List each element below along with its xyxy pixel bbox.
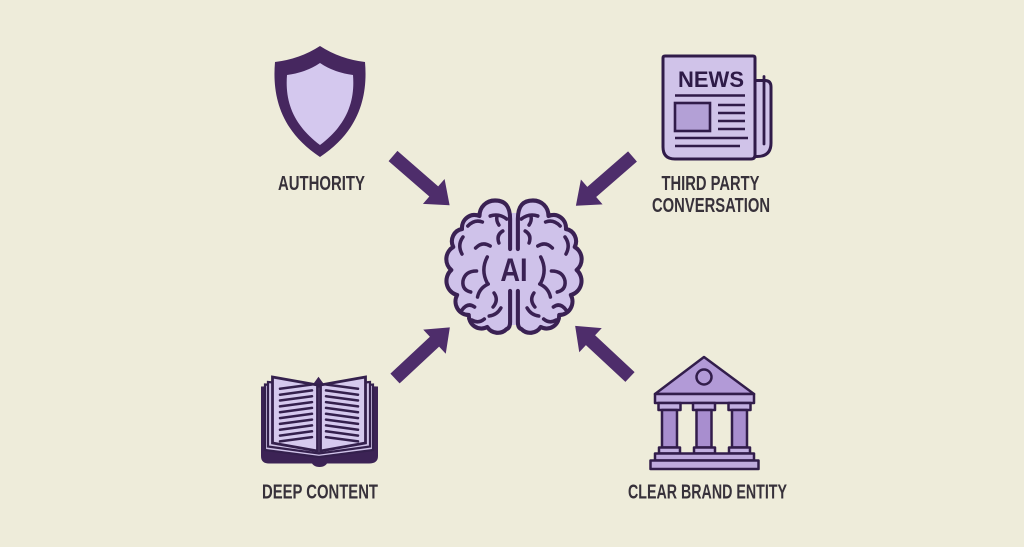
svg-text:DEEP CONTENT: DEEP CONTENT <box>262 482 378 504</box>
svg-text:CONVERSATION: CONVERSATION <box>652 195 770 217</box>
svg-text:NEWS: NEWS <box>678 67 744 92</box>
svg-text:CLEAR BRAND ENTITY: CLEAR BRAND ENTITY <box>628 482 787 504</box>
svg-text:AI: AI <box>500 252 527 289</box>
svg-text:THIRD PARTY: THIRD PARTY <box>662 173 760 195</box>
svg-text:AUTHORITY: AUTHORITY <box>278 173 365 195</box>
